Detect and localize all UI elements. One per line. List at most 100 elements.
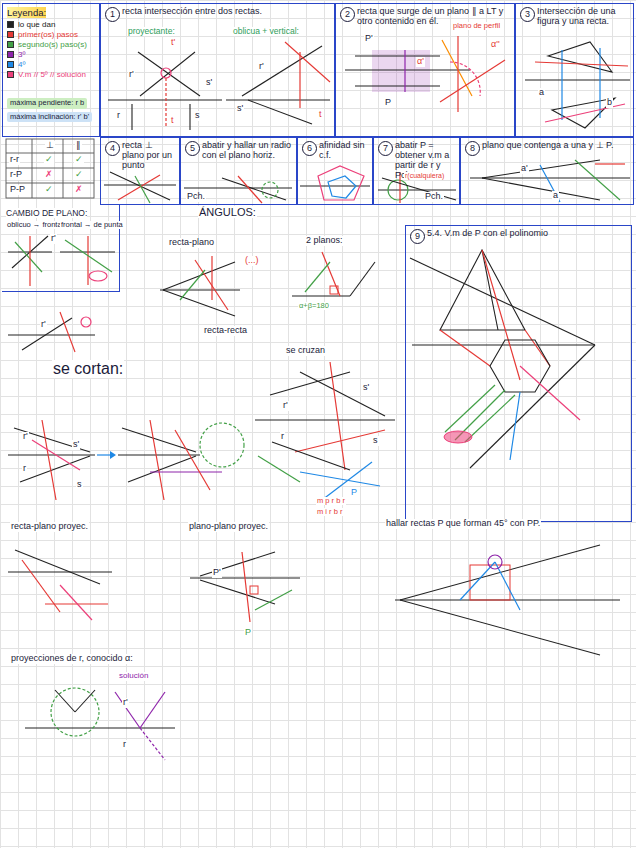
- sketch-stroke: [8, 571, 112, 572]
- sketch-stroke: [242, 46, 322, 96]
- panel2-sketch: [345, 36, 505, 112]
- legend-box: Leyenda:lo que danprimer(os) pasossegund…: [2, 3, 100, 137]
- sketch-stroke: [482, 160, 600, 178]
- legend-heading: Leyenda:: [7, 7, 46, 18]
- sketch-stroke: [442, 40, 472, 96]
- sketch-stroke: [60, 312, 75, 352]
- sketch-stroke: [525, 79, 630, 80]
- text-label: se cortan:: [52, 360, 124, 378]
- legend-text: 4º: [18, 60, 25, 69]
- panel-heading: afinidad sin c.f.: [319, 141, 368, 161]
- text-label: a: [538, 88, 545, 98]
- sketch-stroke: [540, 165, 560, 202]
- sketch-stroke: [140, 728, 165, 760]
- callout-number: 8: [465, 141, 480, 156]
- sketch-stroke: [322, 462, 372, 500]
- text-label: r(cualquiera): [404, 172, 445, 180]
- table-grid: [6, 139, 94, 198]
- sketch-stroke: [272, 442, 350, 470]
- text-label: r: [122, 740, 127, 750]
- sketch-stroke: [262, 182, 278, 198]
- text-label: ⊥: [45, 141, 55, 151]
- text-label: ✓: [74, 170, 84, 180]
- text-label: r': [258, 62, 265, 72]
- sketch-stroke: [97, 454, 110, 455]
- text-label: proyecciones de r, conocido α:: [10, 654, 134, 664]
- panel-heading: plano que contenga a una y ⊥ P.: [482, 141, 629, 151]
- angles-sketches: [160, 252, 395, 500]
- text-label: r-r: [9, 155, 20, 165]
- sketch-stroke: [160, 289, 240, 290]
- topic-panel: 4recta ⊥ plano por un punto: [100, 137, 180, 205]
- topic-panel: 7abatir P = obtener v.m a partir de r y …: [373, 137, 460, 205]
- sketch-stroke: [14, 428, 90, 452]
- text-label: s: [76, 480, 83, 490]
- sketch-stroke: [150, 471, 222, 472]
- legend-swatch: [7, 61, 14, 68]
- text-label: r: [116, 111, 121, 121]
- text-label: r': [128, 70, 135, 80]
- text-label: (...): [244, 256, 260, 266]
- text-label: s: [194, 111, 201, 121]
- topic-panel: CAMBIO DE PLANO:: [2, 205, 120, 292]
- sketch-stroke: [211, 256, 212, 300]
- sketch-stroke: [108, 99, 222, 100]
- topic-panel: 1recta intersección entre dos rectas.: [100, 3, 335, 137]
- sketch-stroke: [189, 104, 190, 130]
- sketch-stroke: [180, 270, 205, 300]
- sketch-stroke: [412, 344, 595, 345]
- sketch-stroke: [89, 271, 107, 281]
- text-label: m i r b r: [316, 508, 343, 516]
- text-label: ✓: [44, 185, 54, 195]
- sketch-stroke: [300, 372, 385, 416]
- text-label: s': [236, 104, 244, 114]
- text-label: a': [520, 164, 529, 174]
- sketch-stroke: [8, 454, 95, 455]
- sketch-stroke: [328, 176, 356, 198]
- legend-text: 3º: [18, 50, 25, 59]
- sketch-stroke: [175, 430, 210, 490]
- sketch-stroke: [140, 692, 165, 728]
- sketch-stroke: [400, 600, 600, 655]
- text-label: α+β=180: [298, 302, 330, 310]
- sketch-stroke: [15, 242, 42, 272]
- row2-sketches: [104, 160, 630, 203]
- callout-number: 3: [520, 7, 535, 22]
- callout-number: 6: [302, 141, 317, 156]
- panel-heading: Intersección de una figura y una recta.: [537, 7, 629, 27]
- panel-heading: recta intersección entre dos rectas.: [122, 7, 330, 17]
- sketch-stroke: [128, 456, 196, 482]
- sketch-stroke: [250, 586, 258, 594]
- sketch-stroke: [440, 250, 525, 330]
- cambio-sketch: [8, 236, 115, 352]
- sketch-stroke: [548, 42, 612, 72]
- text-label: plano-plano proyec.: [188, 522, 269, 532]
- sketch-stroke: [318, 166, 364, 200]
- callout-number: 4: [105, 141, 120, 156]
- sketch-stroke: [595, 163, 625, 164]
- sketch-stroke: [161, 68, 171, 78]
- sketch-stroke: [184, 187, 292, 188]
- text-label: ✓: [44, 155, 54, 165]
- legend-swatch: [7, 71, 14, 78]
- sketch-stroke: [482, 178, 600, 200]
- sketch-stroke: [32, 139, 33, 198]
- sketch-stroke: [465, 395, 515, 442]
- text-label: t': [170, 38, 176, 48]
- sketch-stroke: [29, 236, 30, 286]
- text-label: b: [606, 98, 613, 108]
- text-label: P: [244, 628, 252, 638]
- sketch-stroke: [150, 420, 164, 500]
- text-label: m p r b r: [316, 497, 346, 505]
- text-label: r-P: [9, 170, 23, 180]
- sketch-stroke: [350, 262, 375, 296]
- section-heading: CAMBIO DE PLANO:: [6, 208, 87, 218]
- sketch-stroke: [330, 286, 338, 294]
- sketch-stroke: [63, 139, 64, 198]
- proyec-sketches: [8, 545, 620, 760]
- sketch-stroke: [8, 334, 95, 335]
- sketch-stroke: [140, 52, 195, 96]
- sketch-stroke: [330, 362, 345, 470]
- text-label: s: [372, 436, 379, 446]
- sketch-stroke: [55, 690, 75, 712]
